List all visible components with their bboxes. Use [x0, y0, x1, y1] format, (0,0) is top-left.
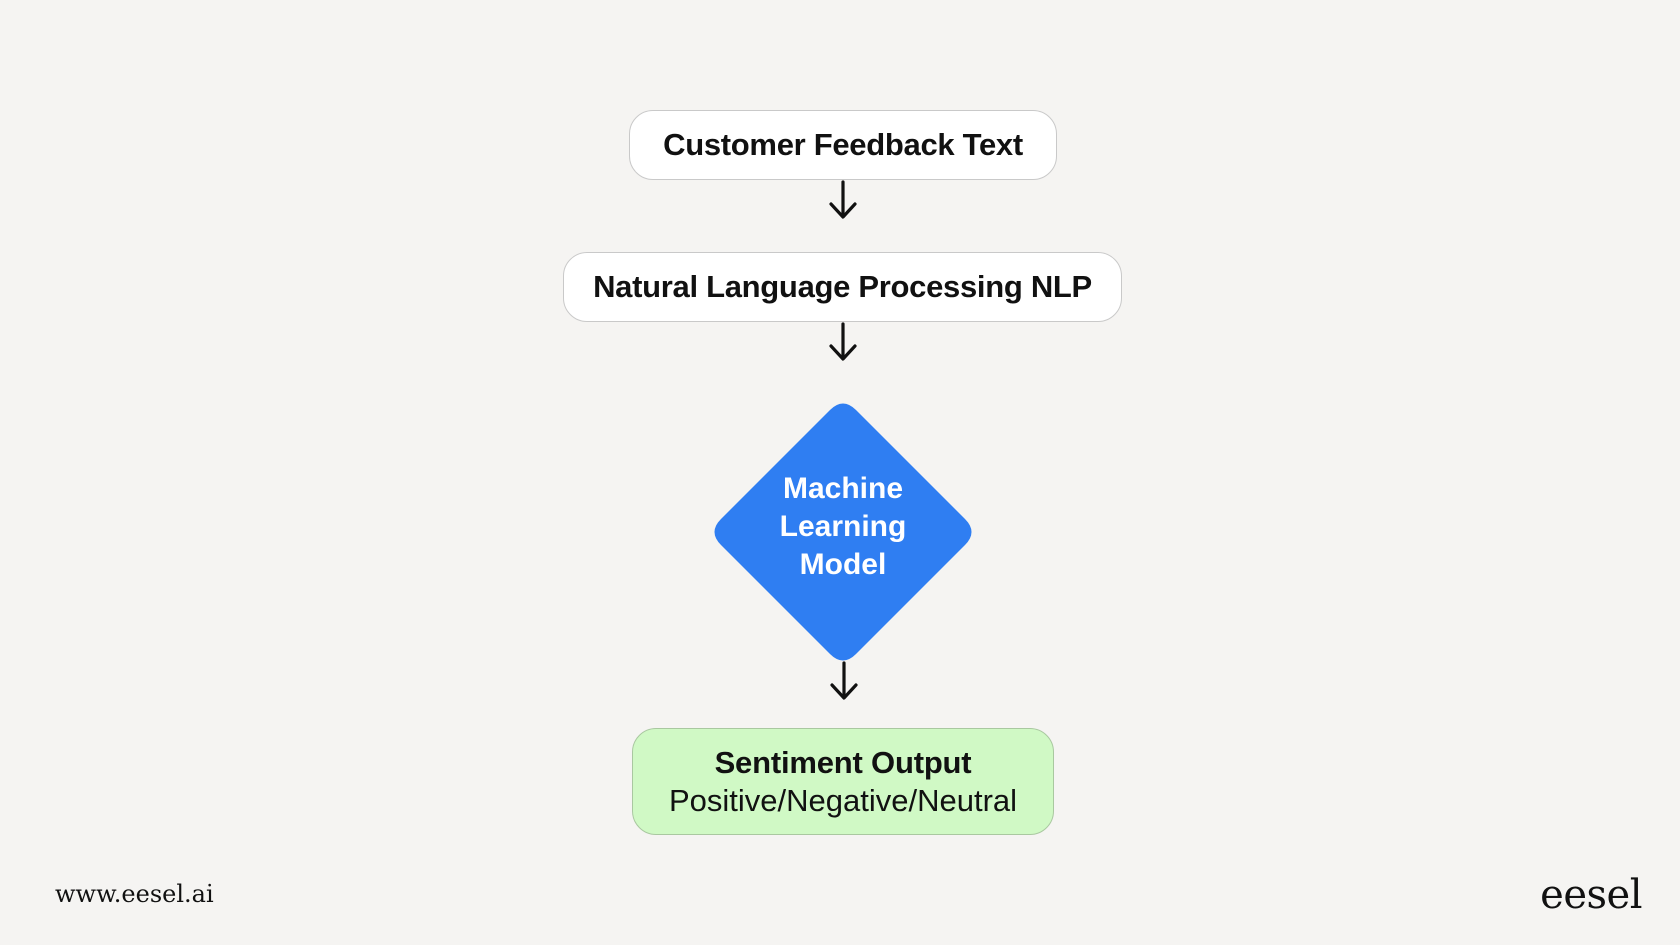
footer-url: www.eesel.ai: [55, 880, 214, 908]
customer-feedback-node: Customer Feedback Text: [629, 110, 1057, 180]
eesel-logo: eesel: [1540, 872, 1642, 918]
arrow-down-icon: [829, 322, 857, 361]
nlp-label: Natural Language Processing NLP: [593, 269, 1092, 304]
ml-model-diamond: [714, 403, 972, 661]
sentiment-output-node: Sentiment Output Positive/Negative/Neutr…: [632, 728, 1054, 835]
ml-model-label: Machine Learning Model: [738, 470, 948, 584]
customer-feedback-label: Customer Feedback Text: [663, 127, 1023, 162]
ml-model-label-line: Machine: [782, 472, 904, 505]
ml-model-label-line: Learning: [779, 510, 907, 543]
arrow-down-icon: [829, 180, 857, 219]
sentiment-output-title: Sentiment Output: [714, 744, 972, 780]
nlp-node: Natural Language Processing NLP: [563, 252, 1122, 322]
ml-model-label-line: Model: [799, 548, 887, 581]
sentiment-output-subtitle: Positive/Negative/Neutral: [668, 782, 1018, 818]
arrow-down-icon: [830, 661, 858, 700]
